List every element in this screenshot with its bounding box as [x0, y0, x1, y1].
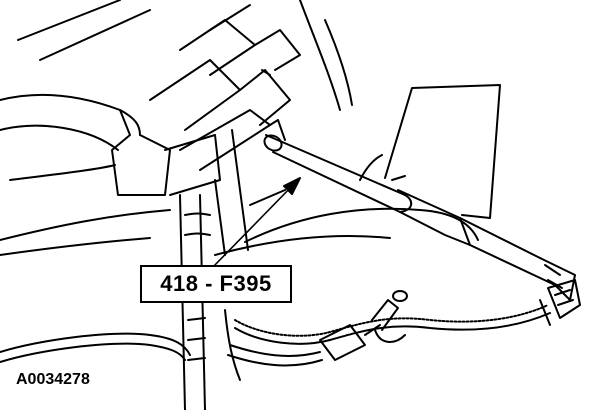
trim-panel	[0, 0, 479, 256]
connector	[539, 279, 581, 326]
figure-id-label: A0034278	[16, 371, 90, 388]
upper-housing	[0, 0, 301, 196]
tool-tag	[384, 84, 501, 219]
callout-arrow	[211, 177, 301, 269]
wiring-harness	[0, 290, 551, 381]
special-tool-probe	[263, 134, 576, 301]
tool-number-callout: 418 - F395	[140, 265, 292, 303]
